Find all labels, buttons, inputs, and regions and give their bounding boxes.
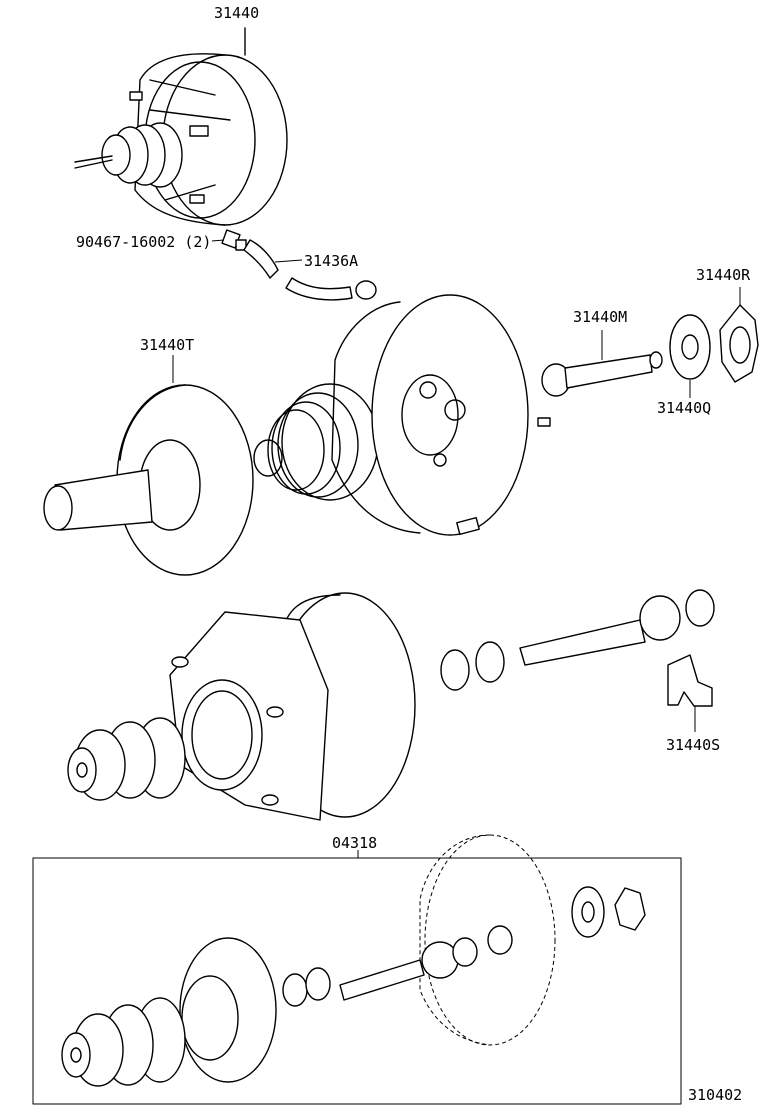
rod-assembly-lower — [440, 589, 715, 691]
label-shell-r: 31440R — [696, 266, 751, 284]
diaphragm-boot — [253, 383, 379, 501]
kit-box — [32, 850, 682, 1105]
seal-q — [669, 314, 711, 398]
label-booster-assembly: 31440 — [214, 4, 259, 22]
clip-s — [667, 654, 713, 732]
booster-housing-rear — [67, 592, 416, 821]
label-clip-s: 31440S — [666, 736, 720, 754]
shell-front-t — [43, 355, 254, 576]
label-hose: 31436A — [304, 252, 358, 270]
label-rod-m: 31440M — [573, 308, 627, 326]
retainer-r — [719, 287, 759, 383]
label-shell-t: 31440T — [140, 336, 194, 354]
kit-contents — [61, 834, 646, 1087]
bolt-and-hose — [211, 229, 377, 301]
booster-assembly — [74, 27, 288, 226]
rod-m — [541, 330, 663, 397]
label-seal-q: 31440Q — [657, 399, 711, 417]
shell-main — [331, 294, 551, 536]
label-diagram-code: 310402 — [688, 1086, 742, 1104]
label-kit: 04318 — [332, 834, 377, 852]
label-bolt: 90467-16002 (2) — [76, 233, 211, 251]
